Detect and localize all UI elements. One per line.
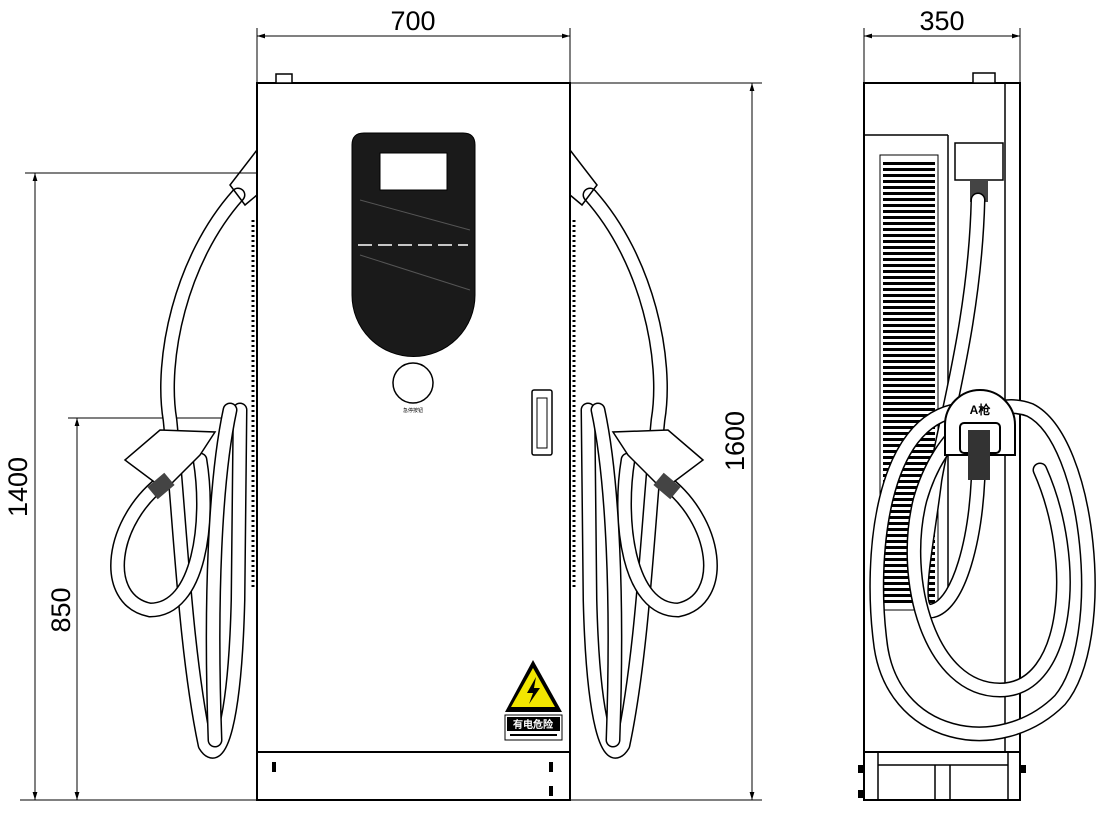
front-base	[256, 751, 571, 801]
dimension-label-700: 700	[390, 6, 435, 36]
front-view: 急停按钮 有电危险	[110, 73, 718, 801]
charging-gun[interactable]	[968, 430, 990, 480]
gun-label: A枪	[970, 402, 991, 417]
dimension-height-850: 850	[46, 417, 225, 800]
emergency-stop-button[interactable]	[392, 362, 434, 404]
dimension-width-front: 700	[256, 6, 571, 83]
top-lifting-eye	[275, 73, 293, 84]
dimension-label-1400: 1400	[3, 457, 33, 517]
dimension-label-850: 850	[46, 587, 76, 632]
warning-sign-text: 有电危险	[513, 718, 554, 731]
side-view: A枪	[858, 72, 1096, 801]
warning-sign: 有电危险	[504, 660, 563, 741]
side-socket	[954, 142, 1004, 181]
emergency-stop-caption: 急停按钮	[403, 407, 423, 414]
right-hose	[580, 187, 718, 759]
side-base	[863, 751, 1021, 801]
display-screen[interactable]	[379, 152, 448, 191]
dimension-label-350: 350	[919, 6, 964, 36]
left-hose	[110, 187, 248, 759]
dimension-depth-side: 350	[863, 6, 1021, 83]
dimension-label-1600: 1600	[720, 411, 750, 471]
side-hose	[869, 192, 1096, 742]
dimension-height-1400: 1400	[3, 172, 355, 800]
lightning-icon	[527, 677, 540, 704]
door-handle[interactable]	[531, 389, 553, 456]
